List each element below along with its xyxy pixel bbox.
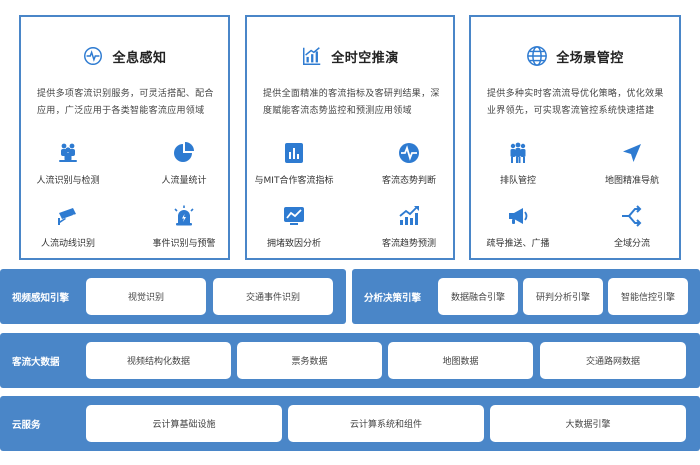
feature-global-diversion[interactable]: 全域分流 bbox=[577, 204, 687, 249]
feature-map-navigation[interactable]: 地图精准导航 bbox=[577, 141, 687, 186]
feature-flow-line[interactable]: 人流动线识别 bbox=[13, 204, 123, 249]
pulse-icon bbox=[399, 143, 419, 163]
card-holographic-sensing: 全息感知 提供多项客流识别服务，可灵活搭配、配合应用，广泛应用于各类智能客流应用… bbox=[19, 15, 230, 260]
split-icon bbox=[622, 205, 642, 227]
pie-chart-icon bbox=[174, 142, 194, 162]
band-bigdata: 客流大数据 视频结构化数据 票务数据 地图数据 交通路网数据 bbox=[0, 333, 700, 388]
card-header: 全息感知 bbox=[21, 45, 228, 67]
bar-chart-icon bbox=[303, 47, 321, 65]
feature-mit-indicators[interactable]: 与MIT合作客流指标 bbox=[239, 141, 349, 186]
bigdata-item-map[interactable]: 地图数据 bbox=[388, 342, 533, 379]
band-label: 客流大数据 bbox=[12, 357, 60, 368]
growth-icon bbox=[399, 206, 419, 225]
feature-label: 拥堵致因分析 bbox=[266, 239, 321, 249]
navigation-icon bbox=[623, 144, 641, 162]
feature-label: 地图精准导航 bbox=[604, 176, 659, 186]
crowd-icon bbox=[59, 143, 77, 162]
megaphone-icon bbox=[509, 208, 528, 224]
report-icon bbox=[285, 143, 303, 163]
engine-item-analysis[interactable]: 研判分析引擎 bbox=[523, 278, 603, 315]
alarm-icon bbox=[174, 205, 194, 226]
feature-label: 客流趋势预测 bbox=[381, 239, 436, 249]
camera-icon bbox=[58, 208, 76, 225]
card-description: 提供多项客流识别服务，可灵活搭配、配合应用，广泛应用于各类智能客流应用领域 bbox=[37, 89, 214, 116]
globe-icon bbox=[527, 46, 548, 66]
cloud-item-bigdata-engine[interactable]: 大数据引擎 bbox=[490, 405, 686, 442]
feature-label: 全域分流 bbox=[613, 239, 650, 249]
engine-item-data-fusion[interactable]: 数据融合引擎 bbox=[438, 278, 518, 315]
feature-flow-forecast[interactable]: 客流趋势预测 bbox=[354, 204, 464, 249]
card-title: 全息感知 bbox=[112, 50, 167, 66]
band-label: 分析决策引擎 bbox=[364, 293, 422, 304]
feature-queue-control[interactable]: 排队管控 bbox=[463, 141, 573, 186]
band-label: 视频感知引擎 bbox=[12, 293, 70, 304]
card-header: 全场景管控 bbox=[471, 45, 679, 67]
engine-item-traffic-event[interactable]: 交通事件识别 bbox=[213, 278, 333, 315]
cloud-item-infrastructure[interactable]: 云计算基础设施 bbox=[86, 405, 282, 442]
trend-monitor-icon bbox=[284, 207, 304, 225]
feature-label: 客流态势判断 bbox=[381, 176, 436, 186]
bigdata-item-ticketing[interactable]: 票务数据 bbox=[237, 342, 382, 379]
card-full-scene-control: 全场景管控 提供多种实时客流流导优化策略，优化效果业界领先，可实现客流管控系统快… bbox=[469, 15, 681, 260]
band-video-engine: 视频感知引擎 视觉识别 交通事件识别 bbox=[0, 269, 346, 324]
bigdata-item-video[interactable]: 视频结构化数据 bbox=[86, 342, 231, 379]
card-description: 提供全面精准的客流指标及客研判结果，深度赋能客流态势监控和预测应用领域 bbox=[263, 89, 440, 116]
bigdata-item-road-network[interactable]: 交通路网数据 bbox=[540, 342, 686, 379]
band-label: 云服务 bbox=[12, 420, 41, 431]
queue-icon bbox=[510, 142, 526, 163]
band-cloud: 云服务 云计算基础设施 云计算系统和组件 大数据引擎 bbox=[0, 396, 700, 451]
feature-label: 疏导推送、广播 bbox=[486, 239, 550, 249]
feature-label: 人流量统计 bbox=[161, 176, 207, 186]
card-title: 全场景管控 bbox=[556, 50, 624, 66]
feature-congestion-analysis[interactable]: 拥堵致因分析 bbox=[239, 204, 349, 249]
card-header: 全时空推演 bbox=[247, 45, 453, 67]
feature-label: 与MIT合作客流指标 bbox=[254, 176, 334, 186]
feature-event-alert[interactable]: 事件识别与预警 bbox=[129, 204, 239, 249]
sensing-icon bbox=[84, 47, 103, 65]
card-spatiotemporal-deduction: 全时空推演 提供全面精准的客流指标及客研判结果，深度赋能客流态势监控和预测应用领… bbox=[245, 15, 455, 260]
feature-label: 排队管控 bbox=[499, 176, 536, 186]
feature-crowd-detection[interactable]: 人流识别与检测 bbox=[13, 141, 123, 186]
feature-broadcast[interactable]: 疏导推送、广播 bbox=[463, 204, 573, 249]
feature-crowd-count[interactable]: 人流量统计 bbox=[129, 141, 239, 186]
card-description: 提供多种实时客流流导优化策略，优化效果业界领先，可实现客流管控系统快速搭建 bbox=[487, 89, 664, 116]
feature-label: 事件识别与预警 bbox=[152, 239, 216, 249]
feature-label: 人流动线识别 bbox=[40, 239, 95, 249]
feature-flow-situation[interactable]: 客流态势判断 bbox=[354, 141, 464, 186]
engine-item-visual-recognition[interactable]: 视觉识别 bbox=[86, 278, 206, 315]
feature-label: 人流识别与检测 bbox=[36, 176, 100, 186]
card-title: 全时空推演 bbox=[331, 50, 399, 66]
band-decision-engine: 分析决策引擎 数据融合引擎 研判分析引擎 智能信控引擎 bbox=[352, 269, 700, 324]
cloud-item-system[interactable]: 云计算系统和组件 bbox=[288, 405, 484, 442]
engine-item-signal-control[interactable]: 智能信控引擎 bbox=[608, 278, 688, 315]
